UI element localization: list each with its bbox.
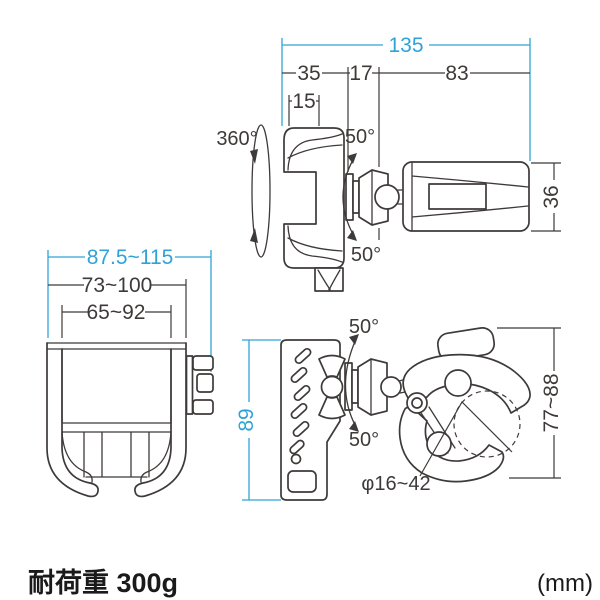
dim-front-inner-width-label: 65~92 (87, 301, 146, 324)
tilt-arrow-up-clamp (349, 334, 359, 345)
clamp-hinge-hole (411, 397, 423, 409)
tilt-arc-side (342, 157, 355, 237)
holder-front-foot-inner-curves (61, 431, 172, 483)
clamp-view: 89 77~88 50° 50° φ16~42 (235, 316, 564, 501)
plate-slot (292, 420, 310, 438)
unit-label: (mm) (537, 570, 593, 597)
holder-front-right-arm (134, 342, 187, 498)
plate-bottom-slot (287, 470, 317, 493)
tilt-arrow-down-clamp (349, 421, 359, 432)
footer: 耐荷重 300g (mm) (28, 568, 593, 598)
tilt-arrow-up-side (347, 153, 357, 164)
holder-front-lower-grid (61, 431, 172, 478)
clamp-lower-hole (426, 431, 452, 457)
holder-front-left-arm (46, 342, 99, 498)
dim-arm-height-label: 36 (540, 185, 563, 208)
side-knob-plate (185, 355, 194, 415)
dim-ext-lines-black-front (61, 279, 187, 338)
load-capacity-label: 耐荷重 300g (28, 568, 178, 598)
plate-slot (293, 384, 311, 402)
holder-front-rim (46, 342, 187, 350)
rotation-arrow-lower (250, 228, 258, 243)
dim-clamp-height-label: 77~88 (540, 374, 563, 433)
rotation-arrow-upper (250, 149, 258, 164)
mount-arm-slot (428, 183, 487, 210)
dim-ext-lines-cyan-front (47, 250, 212, 372)
rotation-label: 360° (216, 128, 257, 150)
tilt-arrow-down-side (347, 230, 357, 241)
dim-overall-width-label: 135 (388, 34, 423, 57)
wing-knob-hub (320, 375, 344, 399)
side-view: 135 35 17 83 15 360° 50° 50° 36 (216, 34, 564, 292)
plate-slot (294, 347, 312, 365)
plate-slot (290, 402, 308, 420)
joint-flange-2 (352, 180, 360, 214)
clamp-lower-jaw (398, 406, 505, 483)
dim-plate-height-label: 89 (235, 408, 258, 431)
dim-front-overall-width-label: 87.5~115 (87, 246, 174, 269)
tilt-up-label-clamp: 50° (349, 316, 379, 338)
phone-holder-side-outline (283, 127, 345, 269)
dim-arm-length-label: 83 (445, 62, 468, 85)
dim-ext-lines-black-side (288, 67, 380, 240)
dim-pad-depth-label: 15 (292, 90, 315, 113)
rotation-ellipse (251, 124, 271, 258)
holder-front-backplate (61, 348, 172, 424)
side-knob-stem (196, 373, 214, 393)
tilt-up-label-side: 50° (345, 126, 375, 148)
tilt-down-label-side: 50° (351, 244, 381, 266)
holder-bottom-hook-detail (317, 269, 341, 292)
mount-arm-contours (411, 162, 529, 231)
plate-small-hole (290, 453, 302, 465)
dim-front-body-width-label: 73~100 (82, 274, 153, 297)
tilt-arc-clamp (344, 338, 357, 428)
pipe-diameter-label: φ16~42 (361, 473, 430, 495)
dim-joint-width-label: 17 (349, 62, 372, 85)
clamp-ball (380, 376, 402, 398)
dim-ext-lines-cyan-side (281, 38, 531, 161)
pipe-dashed-circle (453, 390, 521, 458)
plate-slot (290, 366, 308, 384)
pipe-diameter-leader (419, 401, 513, 477)
ball-joint-ball (374, 184, 400, 210)
tilt-down-label-clamp: 50° (349, 429, 379, 451)
front-view: 87.5~115 73~100 65~92 (46, 246, 214, 498)
side-knob-top-wing (192, 355, 214, 371)
clamp-upper-hole (444, 369, 472, 397)
clamp-joint-flange-2 (351, 369, 359, 404)
holder-pad-lines (287, 133, 343, 263)
dim-holder-depth-label: 35 (297, 62, 320, 85)
side-knob-bottom-wing (192, 399, 214, 415)
plate-slot (289, 439, 305, 455)
joint-flange-1 (345, 173, 354, 221)
plate-slots (289, 347, 312, 465)
